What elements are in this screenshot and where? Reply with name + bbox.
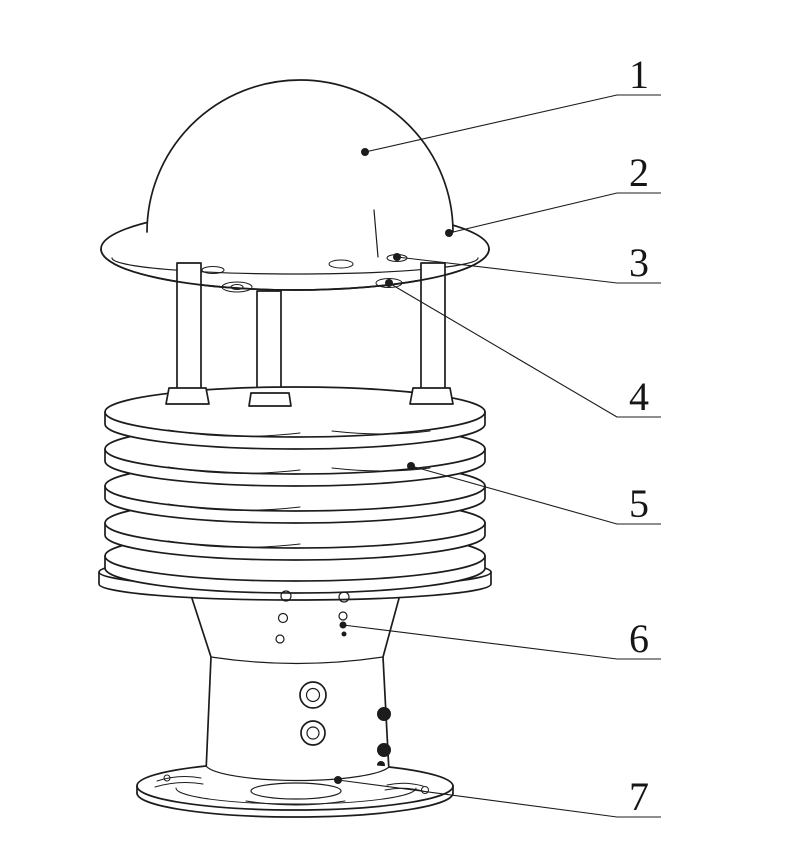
louver-plate-4-edge [104, 522, 486, 549]
flange-front-edge [136, 785, 454, 811]
cylinder-base-curve [205, 765, 390, 782]
callout-7: 7 [334, 774, 661, 819]
flange-fill [137, 762, 453, 817]
louver-plate-5-edge [104, 555, 486, 582]
flange-screw-hole [421, 786, 429, 794]
callout-3-leader-line [396, 256, 661, 284]
louver-gap-curve [167, 429, 301, 437]
callout-1-leader-line [364, 94, 661, 153]
callout-5-leader-line [410, 465, 661, 525]
connector-outer [300, 720, 326, 746]
cap-front-rim [100, 248, 490, 291]
vent-hole [338, 591, 350, 603]
vent-hole [275, 634, 285, 644]
sensor-port-large [375, 278, 403, 288]
dome-seam-line [373, 209, 379, 258]
callout-7-label: 7 [629, 774, 649, 819]
flange-slot-left [156, 776, 202, 782]
callout-4: 4 [385, 279, 661, 419]
dome-group [146, 79, 454, 258]
callout-6-label: 6 [629, 616, 649, 661]
callout-1: 1 [361, 52, 661, 156]
flange-top-edge-left [136, 765, 207, 787]
flange-center-hole [250, 782, 342, 800]
body-details-group [275, 590, 391, 769]
louver-gap-curve [167, 540, 301, 548]
body-fill [186, 580, 404, 772]
flange-top-edge-right [388, 766, 454, 787]
callout-4-dot [385, 279, 393, 287]
underside-fitting [201, 266, 225, 274]
body-junction-line [210, 656, 384, 665]
post-center [256, 290, 282, 402]
callout-6: 6 [339, 616, 661, 661]
mount-tab-left [165, 387, 210, 405]
underside-fitting [230, 284, 244, 290]
flange-bottom-edge [136, 792, 454, 818]
base-flange-group [136, 762, 454, 818]
callout-2-leader-line [448, 192, 661, 234]
louver-stack-group [98, 386, 492, 601]
callout-5: 5 [407, 462, 661, 526]
callout-1-dot [361, 148, 369, 156]
flange-bolt-circle [175, 787, 417, 805]
connector-outer [299, 681, 327, 709]
dome-outline [146, 79, 454, 233]
callout-5-label: 5 [629, 481, 649, 526]
vent-pin [341, 631, 347, 637]
callout-6-leader-line [342, 624, 661, 660]
louver-plate-2-edge [104, 448, 486, 475]
louver-gap-curve [331, 430, 431, 435]
dome-fill [147, 80, 453, 232]
body-cone-group [185, 579, 405, 773]
mount-tab-right [409, 387, 454, 405]
callout-4-leader-line [388, 282, 661, 418]
louver-plate-1-edge [104, 411, 486, 438]
callout-7-dot [334, 776, 342, 784]
callout-1-label: 1 [629, 52, 649, 97]
callout-4-label: 4 [629, 374, 649, 419]
vent-hole [277, 612, 289, 624]
louver-gap-curve [167, 466, 301, 474]
mount-tab-center [248, 392, 292, 407]
cable-gland [377, 743, 391, 757]
callout-7-leader-line [337, 779, 661, 818]
flange-slot-left [154, 782, 204, 788]
underside-fitting [221, 281, 253, 293]
flange-screw-hole [163, 774, 171, 782]
callout-6-dot [339, 621, 347, 629]
callout-2: 2 [445, 150, 661, 237]
connector-inner [305, 687, 321, 703]
vent-hole [280, 590, 292, 602]
flange-front-detail [245, 800, 346, 806]
callout-2-dot [445, 229, 453, 237]
callout-2-label: 2 [629, 150, 649, 195]
post-right [420, 262, 446, 399]
underside-fitting [328, 259, 354, 269]
louver-gap-curve [167, 503, 301, 511]
connector-inner [306, 726, 320, 740]
callout-3-label: 3 [629, 240, 649, 285]
vent-hole [338, 611, 348, 621]
callout-3: 3 [393, 240, 661, 285]
callouts-group: 1 2 3 4 5 6 7 [334, 52, 661, 819]
callout-5-dot [407, 462, 415, 470]
flange-slot-right [386, 782, 424, 787]
callout-3-dot [393, 253, 401, 261]
cable-gland [377, 707, 391, 721]
cap-underside-lip [111, 257, 479, 275]
louver-plate-3-edge [104, 485, 486, 512]
